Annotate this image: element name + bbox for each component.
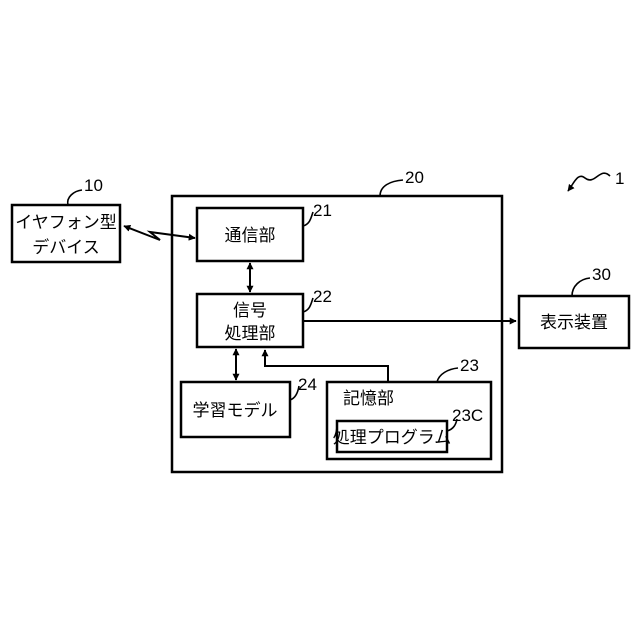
storage-unit-label: 記憶部 — [343, 389, 394, 409]
leader-line-30 — [572, 278, 590, 296]
ref-label-10: 10 — [84, 176, 103, 195]
earphone-device-block: イヤフォン型 デバイス — [12, 205, 120, 262]
signal-processing-unit-label-2: 処理部 — [225, 324, 276, 344]
display-device-label: 表示装置 — [540, 313, 608, 333]
learning-model-block: 学習モデル — [181, 382, 290, 437]
leader-line-20 — [380, 180, 403, 196]
ref-label-23: 23 — [460, 356, 479, 375]
earphone-device-label-2: デバイス — [32, 237, 100, 258]
signal-processing-unit-label-1: 信号 — [233, 301, 267, 321]
display-device-block: 表示装置 — [519, 296, 629, 348]
ref-label-24: 24 — [298, 375, 317, 394]
system-pointer-arrow — [568, 173, 610, 191]
communication-unit-block: 通信部 — [197, 208, 303, 261]
ref-label-21: 21 — [313, 201, 332, 220]
learning-model-label: 学習モデル — [193, 400, 278, 421]
earphone-device-label-1: イヤフォン型 — [15, 213, 117, 233]
ref-label-20: 20 — [405, 168, 424, 187]
processing-program-block: 処理プログラム — [333, 421, 452, 452]
ref-label-1: 1 — [615, 169, 624, 188]
processing-program-label: 処理プログラム — [333, 428, 452, 448]
communication-unit-label: 通信部 — [225, 226, 276, 246]
ref-label-22: 22 — [313, 287, 332, 306]
signal-processing-unit-block: 信号 処理部 — [197, 294, 303, 347]
leader-line-10 — [68, 190, 82, 205]
ref-label-30: 30 — [592, 265, 611, 284]
